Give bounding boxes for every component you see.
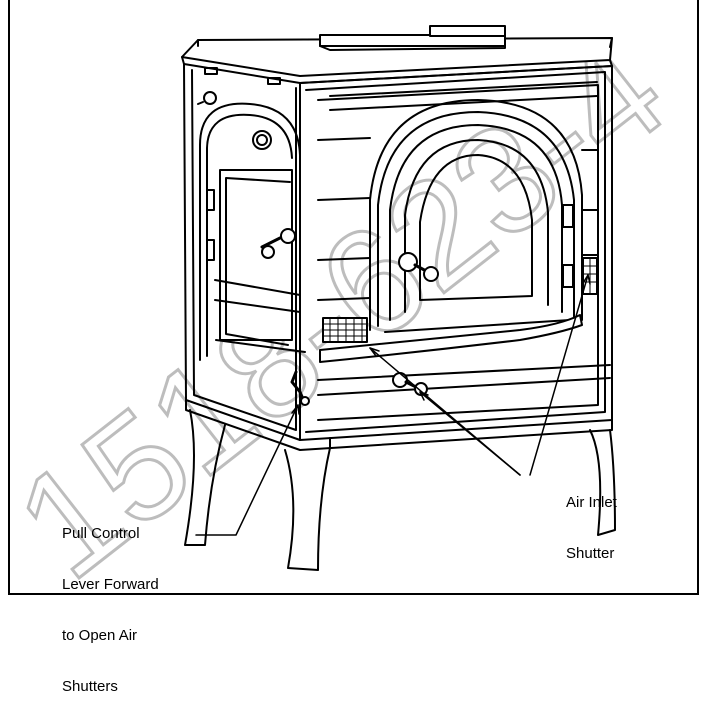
callout-line: Lever Forward — [62, 576, 159, 593]
stove-top — [181, 25, 613, 84]
figure-frame — [8, 0, 699, 595]
callout-line: Shutters — [62, 678, 118, 695]
callout-pull-control-lever: Pull Control Lever Forward to Open Air S… — [62, 491, 159, 712]
callout-line: to Open Air — [62, 627, 138, 644]
stove-front-panel — [299, 65, 613, 441]
stove-base-legs — [184, 399, 616, 571]
callout-leader-lines — [195, 274, 591, 536]
callout-air-inlet-shutter: Air Inlet Shutter — [566, 460, 617, 579]
wood-stove-illustration — [181, 25, 616, 571]
callout-line: Shutter — [566, 545, 615, 562]
callout-line: Pull Control — [62, 525, 140, 542]
stove-side-panel — [183, 63, 310, 441]
callout-line: Air Inlet — [566, 494, 617, 511]
